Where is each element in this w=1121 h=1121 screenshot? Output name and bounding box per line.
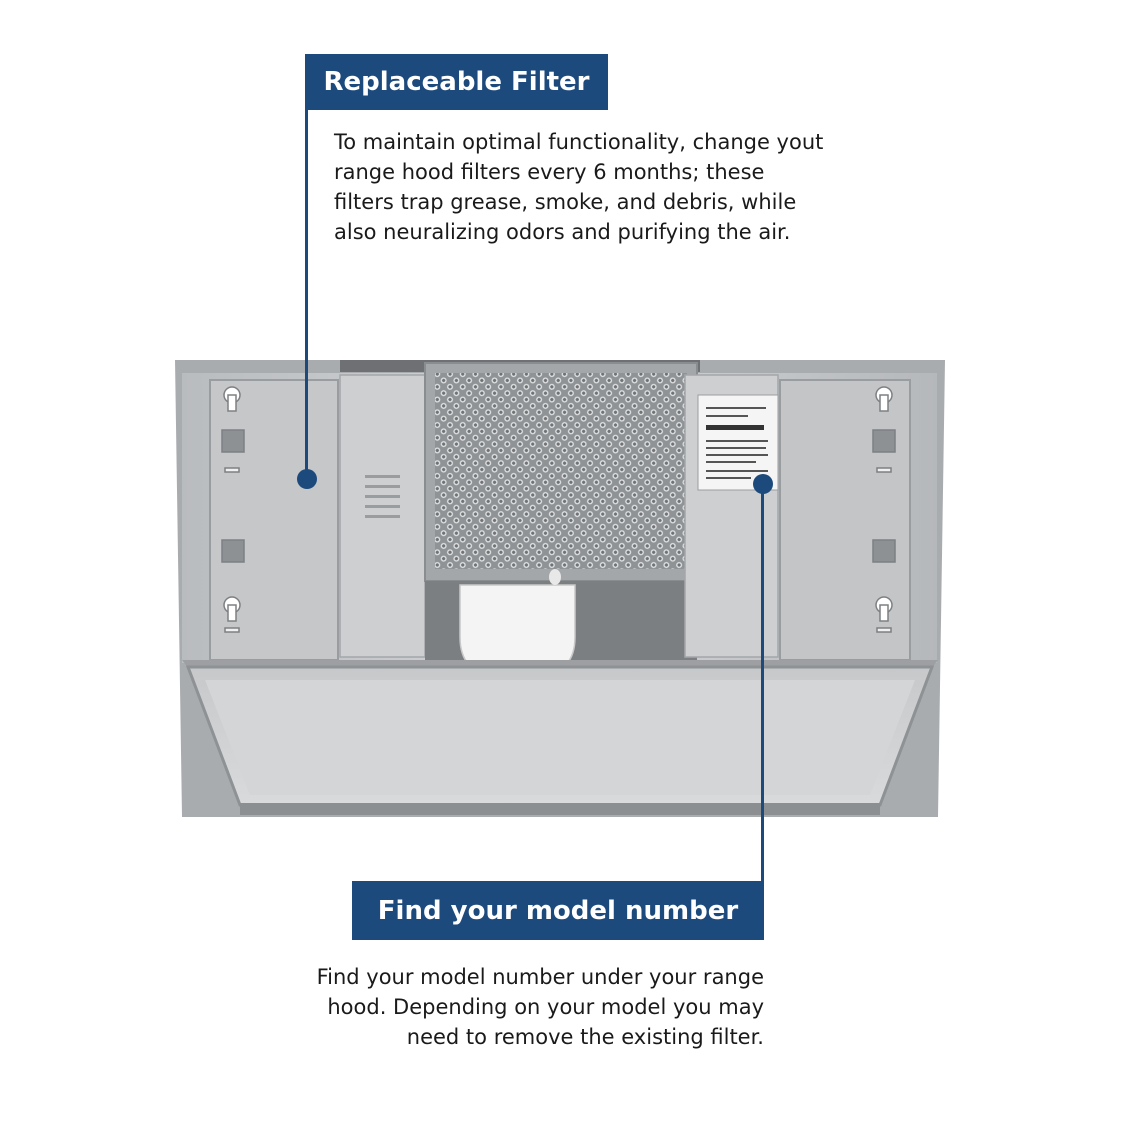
- filter-description-line: filters trap grease, smoke, and debris, …: [334, 190, 797, 214]
- mounting-holes-left: [221, 386, 245, 633]
- model-description-line: Find your model number under your range: [316, 965, 764, 989]
- filter-callout-description: To maintain optimal functionality, chang…: [334, 127, 854, 247]
- filter-callout-line: [305, 110, 308, 478]
- model-callout-line: [761, 482, 764, 882]
- model-callout-title: Find your model number: [352, 881, 764, 940]
- filter-description-line: To maintain optimal functionality, chang…: [334, 130, 824, 154]
- replaceable-filter: [435, 373, 687, 569]
- model-callout-dot: [753, 474, 773, 494]
- filter-callout-title: Replaceable Filter: [305, 54, 608, 110]
- model-callout-description: Find your model number under your range …: [264, 962, 764, 1052]
- filter-description-line: also neuralizing odors and purifying the…: [334, 220, 791, 244]
- mounting-holes-right: [872, 386, 896, 633]
- filter-callout-dot: [297, 469, 317, 489]
- range-hood-image: [175, 360, 945, 817]
- filter-description-line: range hood filters every 6 months; these: [334, 160, 765, 184]
- model-description-line: need to remove the existing filter.: [406, 1025, 764, 1049]
- model-description-line: hood. Depending on your model you may: [327, 995, 764, 1019]
